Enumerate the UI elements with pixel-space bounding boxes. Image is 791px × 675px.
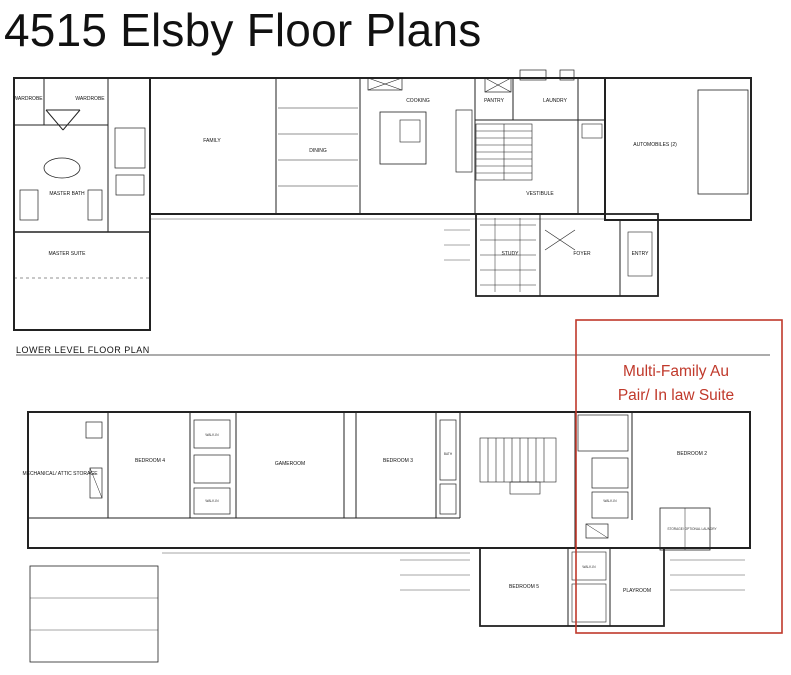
in-law-suite-highlight — [575, 319, 783, 634]
room-label-bedroom4: BEDROOM 4 — [135, 458, 165, 464]
room-label-automobiles: AUTOMOBILES (2) — [633, 142, 677, 148]
room-label-walkin-d: WALK-IN — [582, 565, 596, 569]
room-label-vestibule: VESTIBULE — [526, 191, 554, 197]
room-label-gameroom: GAMEROOM — [275, 461, 305, 467]
room-label-master-suite: MASTER SUITE — [49, 251, 87, 257]
garage-outline — [604, 77, 752, 221]
room-label-storage: STORAGE/ OPTIONAL LAUNDRY — [667, 527, 717, 531]
room-label-laundry: LAUNDRY — [543, 98, 567, 104]
room-label-foyer: FOYER — [573, 251, 591, 257]
room-label-mechanical: MECHANICAL/ ATTIC STORAGE — [22, 471, 98, 477]
room-label-bath: BATH — [444, 452, 453, 456]
lower-level-outline — [27, 411, 751, 549]
room-label-study: STUDY — [502, 251, 520, 257]
foyer-block-outline — [475, 213, 659, 297]
room-label-dining: DINING — [309, 148, 327, 154]
room-label-walkin-b: WALK-IN — [205, 499, 219, 503]
room-label-entry: ENTRY — [632, 251, 650, 257]
room-label-cooking: COOKING — [406, 98, 430, 104]
room-label-bedroom3: BEDROOM 3 — [383, 458, 413, 464]
callout-line-1: Multi-Family Au — [623, 363, 729, 380]
room-label-walkin-c: WALK-IN — [603, 499, 617, 503]
room-label-family: FAMILY — [203, 138, 221, 144]
room-label-wardrobe-left: WARDROBE — [13, 96, 43, 102]
room-label-master-bath: MASTER BATH — [49, 191, 85, 197]
master-wing-outline — [13, 77, 151, 331]
in-law-suite-callout: Multi-Family Au Pair/ In law Suite — [586, 360, 766, 408]
page-title: 4515 Elsby Floor Plans — [4, 4, 482, 56]
room-label-playroom: PLAYROOM — [623, 588, 651, 594]
patio-outline — [29, 565, 159, 663]
lower-protrusion-outline — [479, 547, 665, 627]
lower-level-heading: LOWER LEVEL FLOOR PLAN — [16, 345, 150, 355]
main-stairs — [475, 123, 533, 181]
callout-line-2: Pair/ In law Suite — [617, 387, 735, 404]
room-label-pantry: PANTRY — [484, 98, 504, 104]
room-label-bedroom2: BEDROOM 2 — [677, 451, 707, 457]
room-label-wardrobe-right: WARDROBE — [75, 96, 105, 102]
tub-icon — [43, 157, 81, 179]
lower-stairs — [479, 437, 557, 495]
room-label-bedroom5: BEDROOM 5 — [509, 584, 539, 590]
room-label-walkin-a: WALK-IN — [205, 433, 219, 437]
